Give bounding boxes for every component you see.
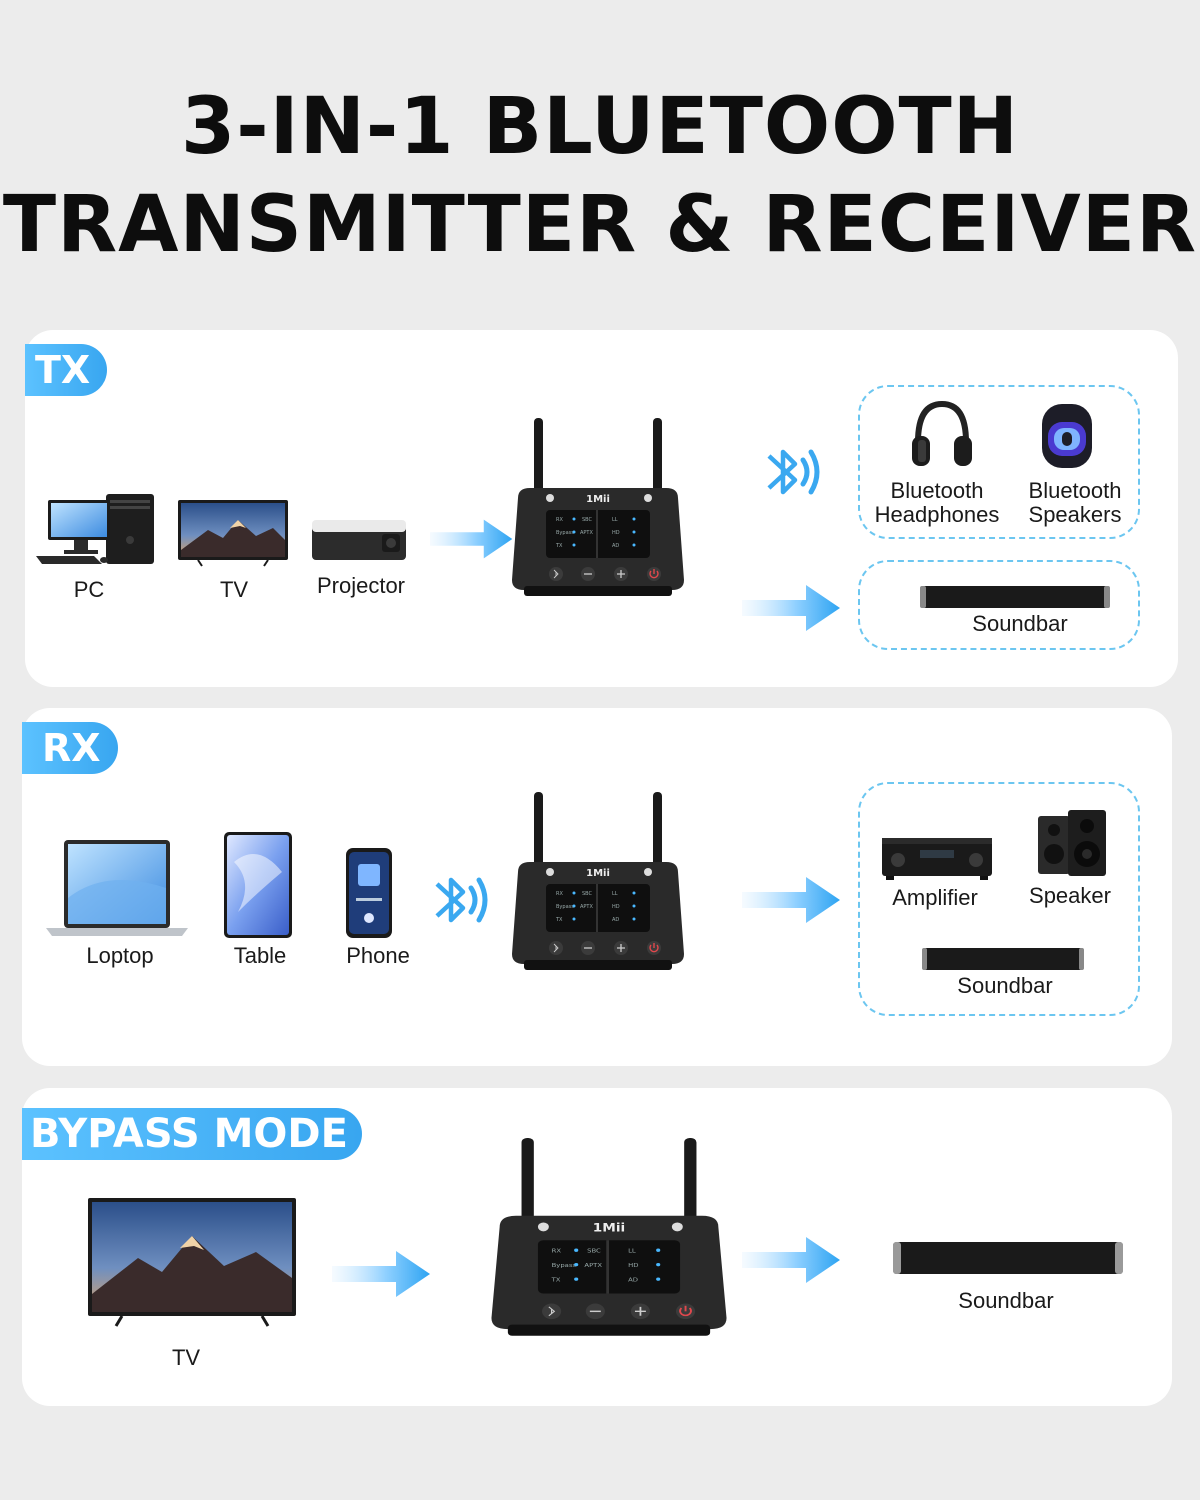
transmitter-device-image: [508, 418, 688, 598]
tx-mode-tag: TX: [25, 344, 107, 396]
phone-label: Phone: [346, 943, 410, 968]
projector-label: Projector: [316, 573, 406, 598]
bluetooth-icon: [742, 432, 832, 517]
pc-label: PC: [73, 577, 105, 602]
bluetooth-icon: [410, 860, 500, 945]
headline-line-1: 3-IN-1 BLUETOOTH: [180, 82, 1020, 172]
bluetooth-speaker-icon: [1040, 402, 1096, 470]
tv-label: TV: [219, 577, 249, 602]
speaker-label: Speaker: [1029, 883, 1111, 908]
laptop-label: Loptop: [86, 943, 154, 968]
bluetooth-speakers-label: Bluetooth Speakers: [1000, 479, 1150, 527]
headline-line-2: TRANSMITTER & RECEIVER: [2, 180, 1198, 270]
rx-mode-tag: RX: [22, 722, 118, 774]
arrow-right-icon: [742, 580, 842, 641]
bluetooth-headphones-label: Bluetooth Headphones: [862, 479, 1012, 527]
soundbar-label: Soundbar: [958, 1288, 1054, 1313]
rx-output-group: [858, 782, 1140, 1016]
tv-label: TV: [171, 1345, 201, 1370]
tv-icon: [178, 500, 288, 568]
soundbar-icon: [922, 948, 1084, 972]
bypass-mode-tag: BYPASS MODE: [22, 1108, 362, 1160]
soundbar-icon: [893, 1242, 1123, 1276]
headphones-icon: [910, 398, 974, 470]
tablet-label: Table: [233, 943, 287, 968]
arrow-right-icon: [742, 872, 842, 933]
projector-icon: [312, 520, 408, 562]
tv-icon: [88, 1198, 296, 1328]
laptop-icon: [46, 838, 188, 938]
amplifier-icon: [882, 836, 992, 880]
arrow-right-icon: [742, 1232, 842, 1293]
arrow-right-icon: [430, 515, 514, 568]
speaker-icon: [1038, 808, 1110, 878]
bypass-device-image: [486, 1138, 732, 1338]
wired-output-group: [858, 560, 1140, 650]
soundbar-icon: [920, 586, 1110, 610]
amplifier-label: Amplifier: [892, 885, 978, 910]
soundbar-label: Soundbar: [972, 611, 1068, 636]
phone-icon: [346, 848, 392, 938]
headphones-label-line-1: Bluetooth: [890, 478, 984, 503]
tablet-icon: [224, 832, 292, 938]
headphones-label-line-2: Headphones: [874, 502, 1000, 527]
receiver-device-image: [508, 792, 688, 972]
bluetooth-output-group: [858, 385, 1140, 539]
speakers-label-line-2: Speakers: [1028, 502, 1122, 527]
soundbar-label: Soundbar: [957, 973, 1053, 998]
page-headline: 3-IN-1 BLUETOOTH TRANSMITTER & RECEIVER: [0, 78, 1200, 274]
pc-icon: [34, 490, 158, 570]
arrow-right-icon: [332, 1246, 432, 1307]
speakers-label-line-1: Bluetooth: [1028, 478, 1122, 503]
